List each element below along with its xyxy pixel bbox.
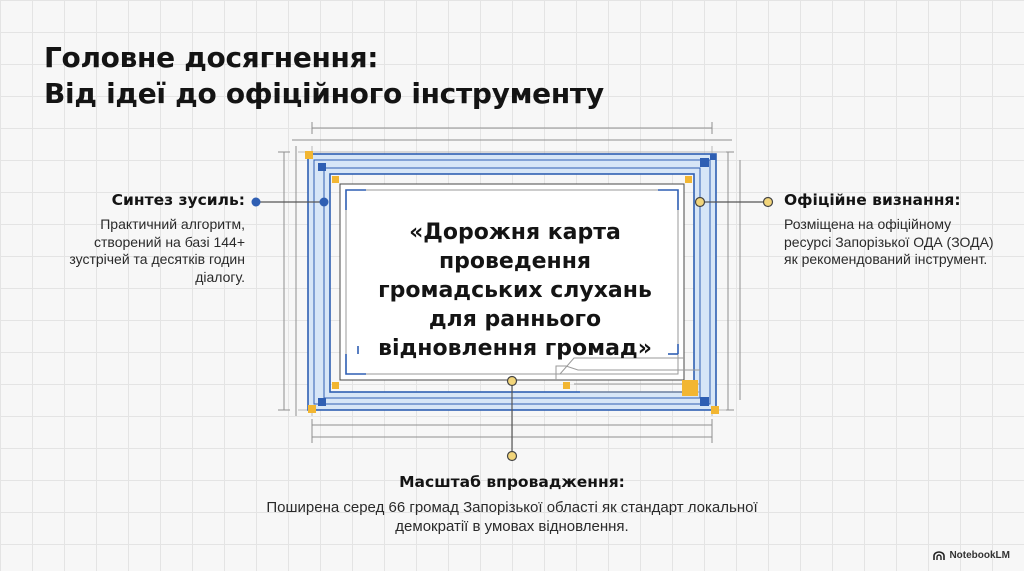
recognition-label: Офіційне визнання: Розміщена на офіційно… [784, 190, 994, 269]
page-title-line2: Від ідеї до офіційного інструменту [44, 77, 604, 110]
scale-heading: Масштаб впровадження: [399, 473, 625, 491]
brand-name: NotebookLM [949, 550, 1010, 561]
synthesis-label: Синтез зусиль: Практичний алгоритм, ство… [45, 190, 245, 286]
page-title-line1: Головне досягнення: [44, 41, 379, 74]
notebooklm-brand: NotebookLM [933, 550, 1010, 561]
recognition-body: Розміщена на офіційному ресурсі Запорізь… [784, 216, 994, 267]
corner-markers [305, 151, 719, 414]
page-title: Головне досягнення: Від ідеї до офіційно… [44, 40, 604, 112]
synthesis-heading: Синтез зусиль: [111, 191, 245, 209]
inner-card [339, 183, 700, 393]
connector-left [251, 197, 329, 207]
roadmap-title: «Дорожня карта проведення громадських сл… [378, 220, 652, 361]
scale-body: Поширена серед 66 громад Запорізької обл… [266, 499, 758, 535]
notebooklm-logo-icon [933, 550, 946, 560]
scale-label: Масштаб впровадження: Поширена серед 66 … [262, 472, 762, 536]
connector-bottom [506, 375, 518, 462]
recognition-heading: Офіційне визнання: [784, 191, 961, 209]
synthesis-body: Практичний алгоритм, створений на базі 1… [69, 216, 245, 285]
connector-right [694, 196, 774, 208]
